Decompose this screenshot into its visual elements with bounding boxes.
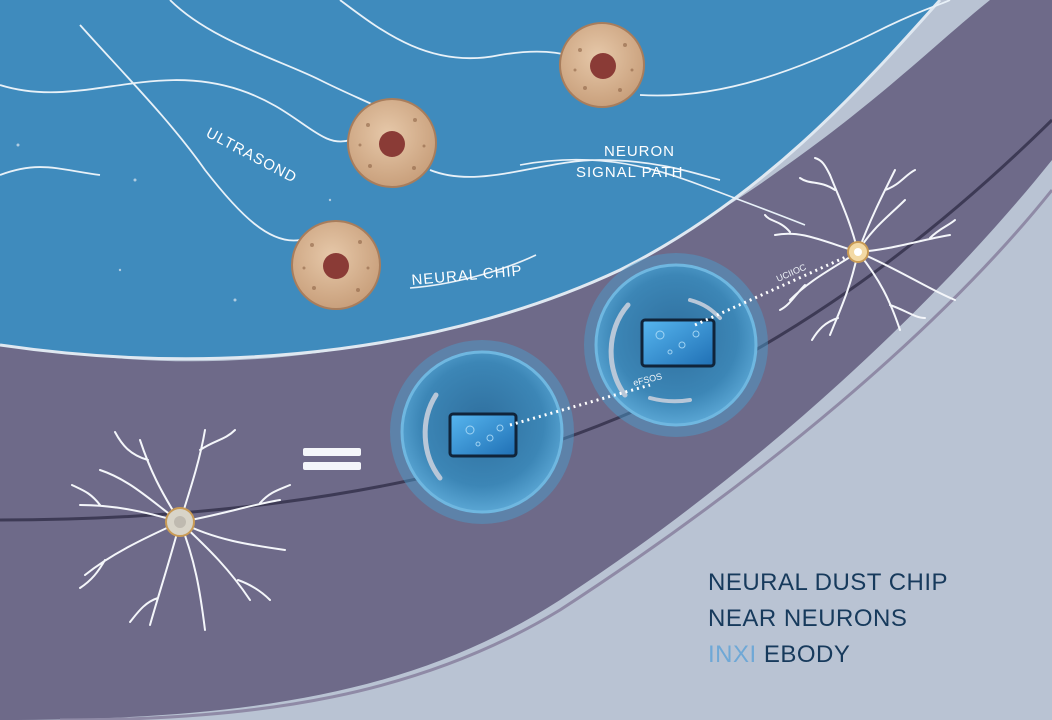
sparkles — [16, 143, 332, 302]
caption-line-2: NEAR NEURONS — [708, 605, 908, 632]
caption-line-3-rest: EBODY — [756, 641, 851, 668]
equals-icon — [303, 448, 361, 470]
chip-bubble-2 — [584, 253, 768, 437]
neuron-left-core — [174, 516, 186, 528]
fluid-boundary — [0, 0, 942, 361]
caption-block: NEURAL DUST CHIP NEAR NEURONS INΧI EBODY — [708, 565, 948, 673]
skin-boundary — [59, 189, 1052, 720]
cell-nucleus — [590, 53, 616, 79]
label-neuron: NEURON — [604, 143, 675, 160]
caption-line-3-highlight: INΧI — [708, 641, 757, 668]
cell-nucleus — [379, 131, 405, 157]
caption-line-3: INΧI EBODY — [708, 637, 948, 673]
neural-dust-chip — [448, 412, 518, 458]
caption-line-1: NEURAL DUST CHIP — [708, 569, 949, 596]
cell-nucleus — [323, 253, 349, 279]
neuron-right — [764, 157, 956, 341]
chip-link-lower — [509, 383, 651, 427]
neural-dust-chip — [640, 318, 716, 368]
cell-3 — [291, 220, 381, 310]
fluid-layer — [0, 0, 940, 359]
neural-chip-leader — [409, 254, 537, 289]
chip-link-upper — [694, 254, 849, 327]
signal-path-leader — [519, 158, 806, 226]
cell-2 — [347, 98, 437, 188]
neuron-right-core — [854, 248, 862, 256]
chip-bubble-1 — [390, 340, 574, 524]
cell-1 — [559, 22, 645, 108]
label-signal-path: SIGNAL PATH — [576, 164, 683, 181]
